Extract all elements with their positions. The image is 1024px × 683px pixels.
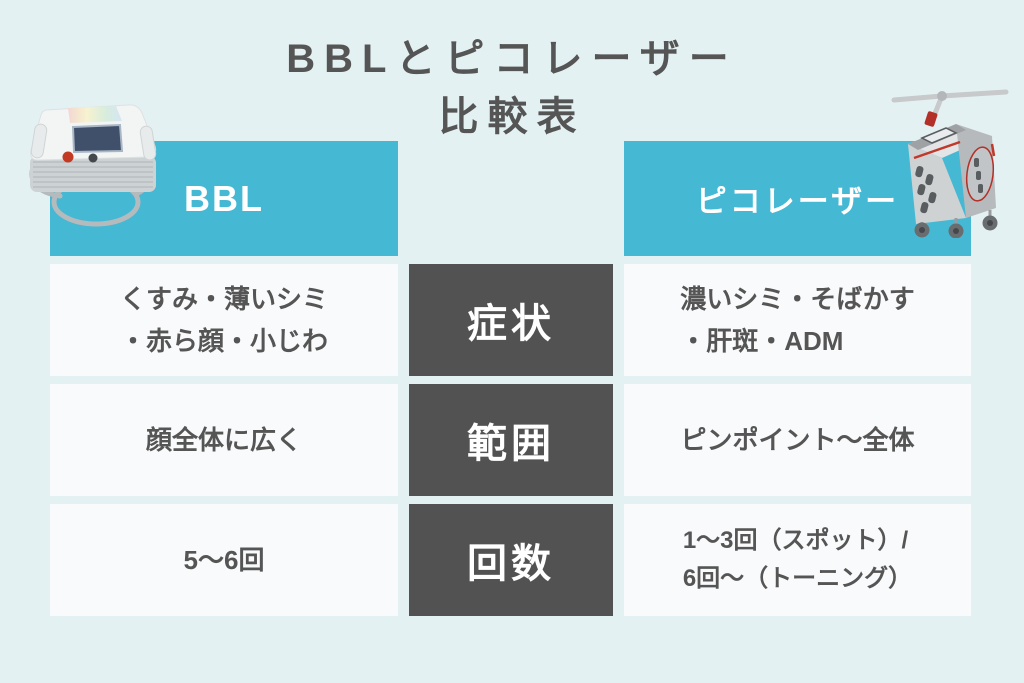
cell-text-line: 濃いシミ・そばかす [680,283,915,314]
caster-wheels [914,210,998,238]
page-title-line1: BBLとピコレーザー [286,37,738,81]
cell-text-line: 1〜3回（スポット）/ [682,526,909,554]
page-title: BBLとピコレーザー 比較表 [0,30,1024,146]
pico-laser-machine-image [891,89,1009,238]
cell-text-line: ピンポイント〜全体 [680,424,915,455]
cell-text-line: 6回〜（トーニング） [682,565,913,592]
page-title-line2: 比較表 [438,95,586,139]
row-label-symptoms: 症状 [409,264,613,376]
cell-text-line: 5〜6回 [183,544,265,575]
comparison-table: BBL ピコレーザー くすみ・薄いシミ ・赤ら顔・小じわ 症状 濃いシミ・そばか… [50,141,971,616]
dark-button [88,153,98,163]
cell-text-line: ・肝斑・ADM [680,326,844,356]
row-label-sessions: 回数 [409,504,613,616]
bbl-machine-image [29,104,157,227]
cell-text-line: ・赤ら顔・小じわ [119,326,328,356]
cell-bbl-symptoms: くすみ・薄いシミ ・赤ら顔・小じわ [50,264,398,376]
cell-pico-symptoms: 濃いシミ・そばかす ・肝斑・ADM [624,264,971,376]
cell-pico-range: ピンポイント〜全体 [624,384,971,496]
cell-bbl-sessions: 5〜6回 [50,504,398,616]
cell-bbl-range: 顔全体に広く [50,384,398,496]
cell-text-line: くすみ・薄いシミ [119,283,328,314]
cell-pico-sessions: 1〜3回（スポット）/ 6回〜（トーニング） [624,504,971,616]
row-label-range: 範囲 [409,384,613,496]
red-button [62,151,74,163]
column-header-pico: ピコレーザー [624,141,971,256]
articulated-arm [891,89,1009,119]
cell-text-line: 顔全体に広く [145,424,302,455]
